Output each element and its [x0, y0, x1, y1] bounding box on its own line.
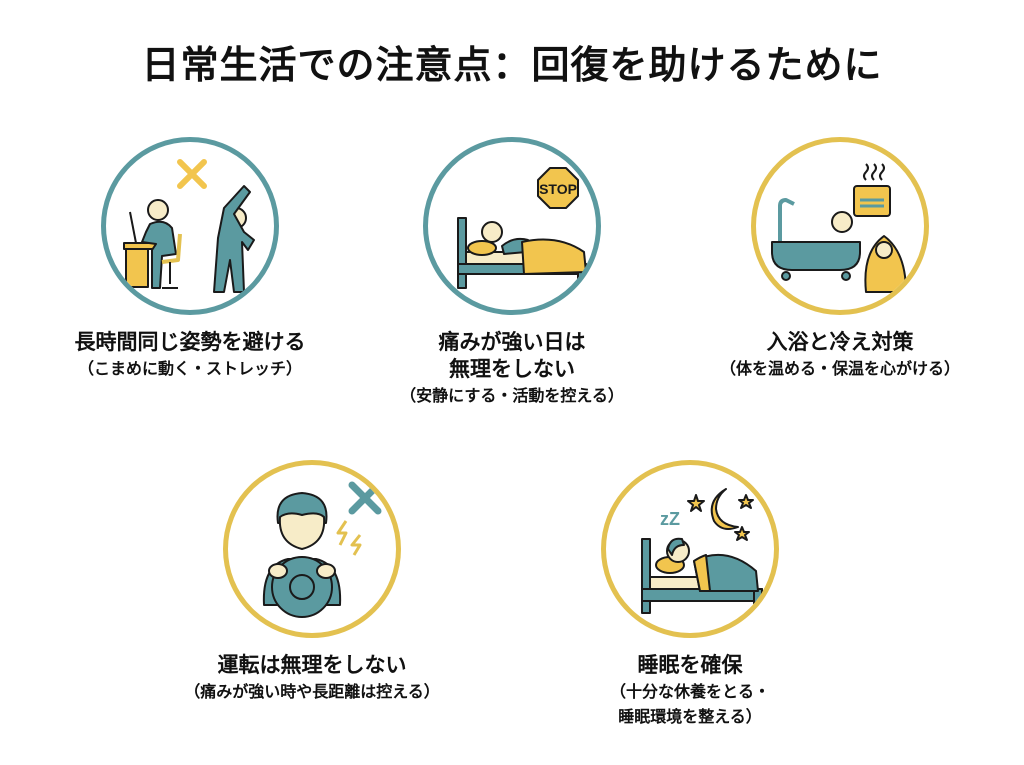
tip-icon-circle [751, 137, 929, 315]
driving-caution-icon [262, 481, 382, 618]
tip-label-line2: 無理をしない [449, 357, 575, 381]
svg-text:STOP: STOP [539, 181, 577, 197]
tip-sub-line2: 睡眠環境を整える） [618, 707, 762, 726]
tip-label: 運転は無理をしない [217, 653, 407, 677]
tip-icon-circle [101, 137, 279, 315]
tip-label: 睡眠を確保 [637, 653, 743, 677]
bed-rest-stop-icon: STOP [457, 167, 587, 289]
tip-icon-circle: zZ [601, 460, 779, 638]
tip-driving-caution: 運転は無理をしない （痛みが強い時や長距離は控える） [152, 460, 472, 704]
tip-no-overexertion-on-pain: STOP 痛みが強い日は 無理をしない （安静にする・活動を控える） [352, 137, 672, 408]
tip-sub: （こまめに動く・ストレッチ） [77, 359, 302, 378]
tip-ensure-sleep: zZ 睡眠を確保 （十分な休養をとる・ 睡眠環境を整える） [530, 460, 850, 729]
sleep-icon: zZ [641, 488, 763, 614]
tip-label-line1: 痛みが強い日は [438, 330, 586, 354]
tip-icon-circle: STOP [423, 137, 601, 315]
tip-avoid-same-posture: 長時間同じ姿勢を避ける （こまめに動く・ストレッチ） [30, 137, 350, 381]
tip-label: 長時間同じ姿勢を避ける [74, 330, 306, 354]
bath-and-warmth-icon [771, 163, 907, 293]
tip-sub: （安静にする・活動を控える） [400, 386, 624, 405]
tip-sub: （体を温める・保温を心がける） [719, 359, 960, 378]
desk-work-and-stretch-icon [123, 159, 255, 293]
tip-icon-circle [223, 460, 401, 638]
tip-sub: （痛みが強い時や長距離は控える） [184, 682, 440, 701]
tip-label: 入浴と冷え対策 [766, 330, 914, 354]
tip-bathing-and-cold-prevention: 入浴と冷え対策 （体を温める・保温を心がける） [680, 137, 1000, 381]
svg-text:zZ: zZ [660, 509, 680, 529]
tip-sub-line1: （十分な休養をとる・ [609, 682, 770, 701]
page-title: 日常生活での注意点：回復を助けるために [141, 43, 883, 87]
